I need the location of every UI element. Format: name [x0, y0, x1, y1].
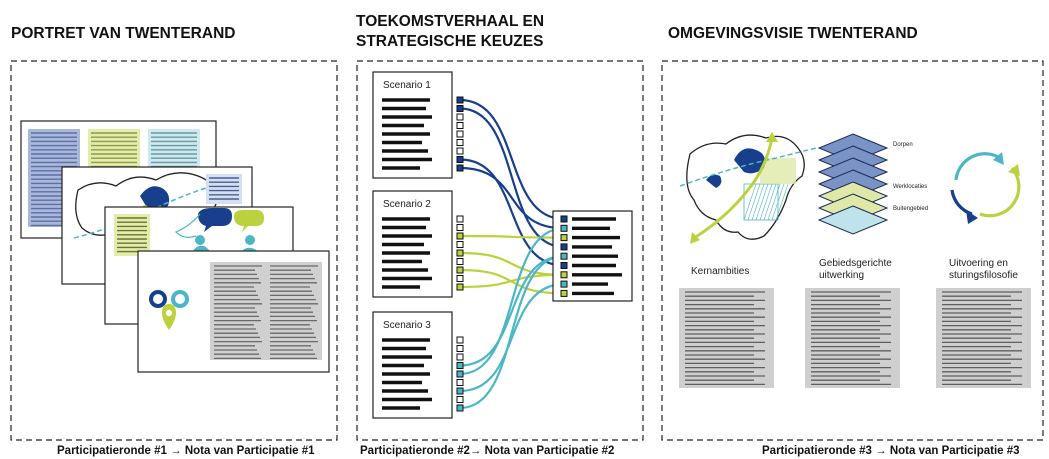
omgevingsvisie-heading: OMGEVINGSVISIE TWENTERAND	[668, 25, 918, 42]
connection-line	[459, 273, 565, 289]
connector-square	[456, 215, 464, 223]
connector-square	[456, 156, 464, 163]
column-label-uitvoering-2: sturingsfilosofie	[949, 270, 1018, 281]
connector-square	[456, 96, 464, 104]
speech-bubble-icon	[234, 210, 264, 232]
scenario-label: Scenario 1	[383, 80, 431, 91]
connection-line	[459, 227, 565, 376]
connector-square	[560, 215, 568, 223]
connector-square	[456, 379, 464, 386]
connector-square	[560, 289, 568, 297]
omgevingsvisie-footer: Participatieronde #3 → Nota van Particip…	[762, 445, 1020, 457]
connection-line	[459, 283, 565, 393]
connector-square	[560, 280, 568, 288]
connector-square	[456, 345, 464, 352]
route-line	[679, 147, 817, 187]
connector-square	[456, 258, 464, 265]
connector-square	[456, 130, 464, 138]
layer-label: Buitengebied	[893, 206, 928, 212]
toekomst-heading-line2: STRATEGISCHE KEUZES	[356, 33, 544, 50]
omgevingsvisie-map	[679, 132, 817, 244]
portret-footer: Participatieronde #1 → Nota van Particip…	[57, 445, 315, 457]
connection-line	[459, 255, 565, 410]
connector-square	[456, 396, 464, 403]
connector-square	[456, 362, 464, 369]
connector-square	[456, 224, 464, 231]
connection-line	[459, 107, 565, 248]
connector-square	[560, 252, 568, 260]
toekomst-heading-line1: TOEKOMSTVERHAAL EN	[356, 13, 545, 30]
connector-square	[456, 241, 464, 248]
connection-line	[459, 98, 565, 221]
connector-square	[456, 283, 464, 291]
connector-square	[456, 113, 464, 121]
column-label-gebiedsgericht-2: uitwerking	[819, 270, 864, 281]
connector-square	[456, 139, 464, 146]
portret-heading: PORTRET VAN TWENTERAND	[11, 25, 236, 42]
portret-document-stack	[20, 120, 330, 373]
column-label-uitvoering: Uitvoering en	[949, 258, 1008, 269]
map-blob-icon	[140, 186, 170, 209]
connection-line	[459, 255, 565, 367]
connector-square	[560, 234, 568, 242]
connection-line	[459, 166, 565, 230]
connector-square	[560, 224, 568, 232]
connector-square	[456, 122, 464, 129]
connector-square	[456, 336, 464, 344]
development-arrow	[693, 137, 774, 240]
scenario-label: Scenario 2	[383, 199, 431, 210]
connector-square	[456, 249, 464, 257]
connector-square	[456, 404, 464, 412]
speech-bubble-icon	[198, 208, 232, 232]
location-pin-icons	[149, 290, 189, 330]
cycle-arrows-icon	[950, 152, 1021, 224]
toekomst-frame	[356, 60, 644, 441]
connector-square	[456, 275, 464, 282]
route-line	[73, 187, 207, 239]
person-icon	[245, 235, 255, 245]
portret-frame	[10, 60, 338, 441]
connector-square	[456, 147, 464, 155]
toekomst-footer: Participatieronde #2→ Nota van Participa…	[360, 445, 615, 457]
column-label-kernambities: Kernambities	[691, 266, 749, 277]
connection-line	[459, 251, 565, 276]
connector-square	[456, 232, 464, 240]
connector-square	[456, 266, 464, 274]
connection-line	[459, 234, 565, 239]
column-label-gebiedsgericht: Gebiedsgerichte	[819, 258, 892, 269]
omgevingsvisie-frame	[661, 60, 1044, 441]
connector-square	[560, 243, 568, 251]
connector-square	[456, 370, 464, 378]
connector-square	[456, 105, 464, 112]
connector-square	[560, 271, 568, 279]
connector-square	[456, 164, 464, 172]
layer-label: Werklocaties	[893, 184, 927, 190]
connector-square	[456, 387, 464, 395]
connector-square	[560, 262, 568, 269]
connector-square	[456, 353, 464, 361]
scenario-label: Scenario 3	[383, 320, 431, 331]
layer-label: Dorpen	[893, 142, 913, 148]
map-layer	[817, 205, 889, 235]
person-icon	[195, 235, 205, 245]
